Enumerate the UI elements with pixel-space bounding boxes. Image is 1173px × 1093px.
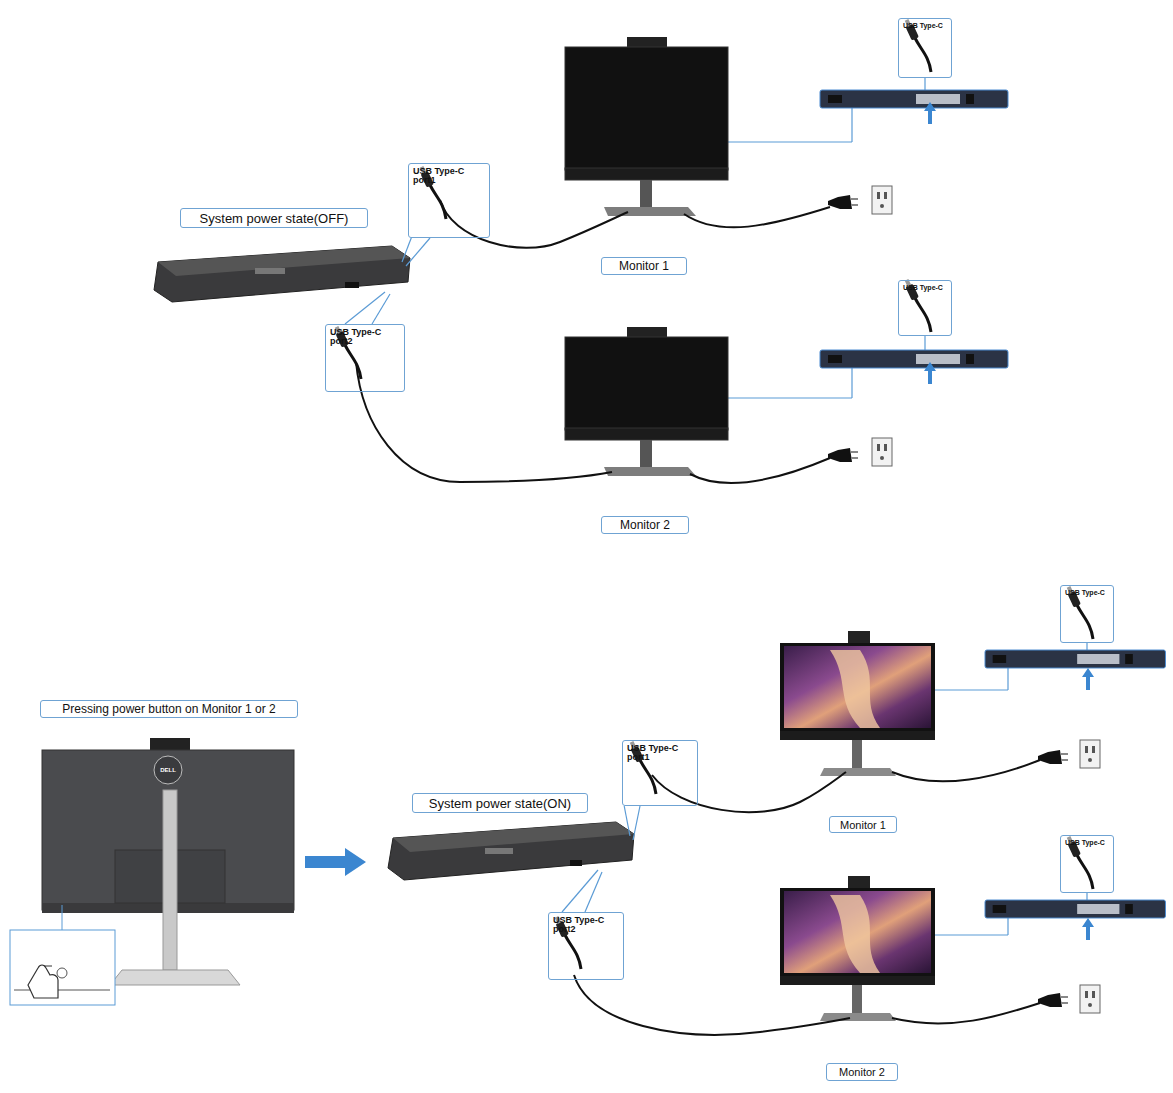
node-text: USB Type-C <box>1065 589 1115 596</box>
caption-box: Monitor 1 <box>829 816 897 833</box>
node-text: Pressing power button on Monitor 1 or 2 <box>62 702 275 716</box>
caption-box: Monitor 2 <box>826 1063 898 1081</box>
brand-logo-text: DELL <box>150 766 186 775</box>
node-text: USB Type-C <box>903 284 953 291</box>
caption-box: Pressing power button on Monitor 1 or 2 <box>40 700 298 718</box>
node-text: USB Type-C <box>903 22 953 29</box>
node-text: USB Type-C <box>1065 839 1115 846</box>
callout-box: USB Type-C port2 <box>325 324 405 392</box>
callout-box: USB Type-C port2 <box>548 912 624 980</box>
node-text: USB Type-C port2 <box>330 328 385 347</box>
node-text: USB Type-C port2 <box>553 916 608 935</box>
node-text: USB Type-C port1 <box>627 744 682 763</box>
callout-box: USB Type-C <box>898 18 952 78</box>
node-text: Monitor 1 <box>840 819 886 831</box>
caption-box: Monitor 1 <box>601 257 687 275</box>
node-text: System power state(OFF) <box>200 211 349 226</box>
caption-box: System power state(OFF) <box>180 208 368 228</box>
callout-box: USB Type-C port1 <box>622 740 698 806</box>
node-text: Monitor 2 <box>620 518 670 532</box>
caption-box: System power state(ON) <box>412 793 588 813</box>
callout-box: USB Type-C <box>1060 835 1114 893</box>
callout-box: USB Type-C <box>1060 585 1114 643</box>
callout-box: USB Type-C <box>898 280 952 336</box>
node-text: Monitor 1 <box>619 259 669 273</box>
caption-box: Monitor 2 <box>601 516 689 534</box>
node-text: USB Type-C port1 <box>413 167 468 186</box>
node-text: Monitor 2 <box>839 1066 885 1078</box>
node-text: System power state(ON) <box>429 796 571 811</box>
callout-box: USB Type-C port1 <box>408 163 490 238</box>
